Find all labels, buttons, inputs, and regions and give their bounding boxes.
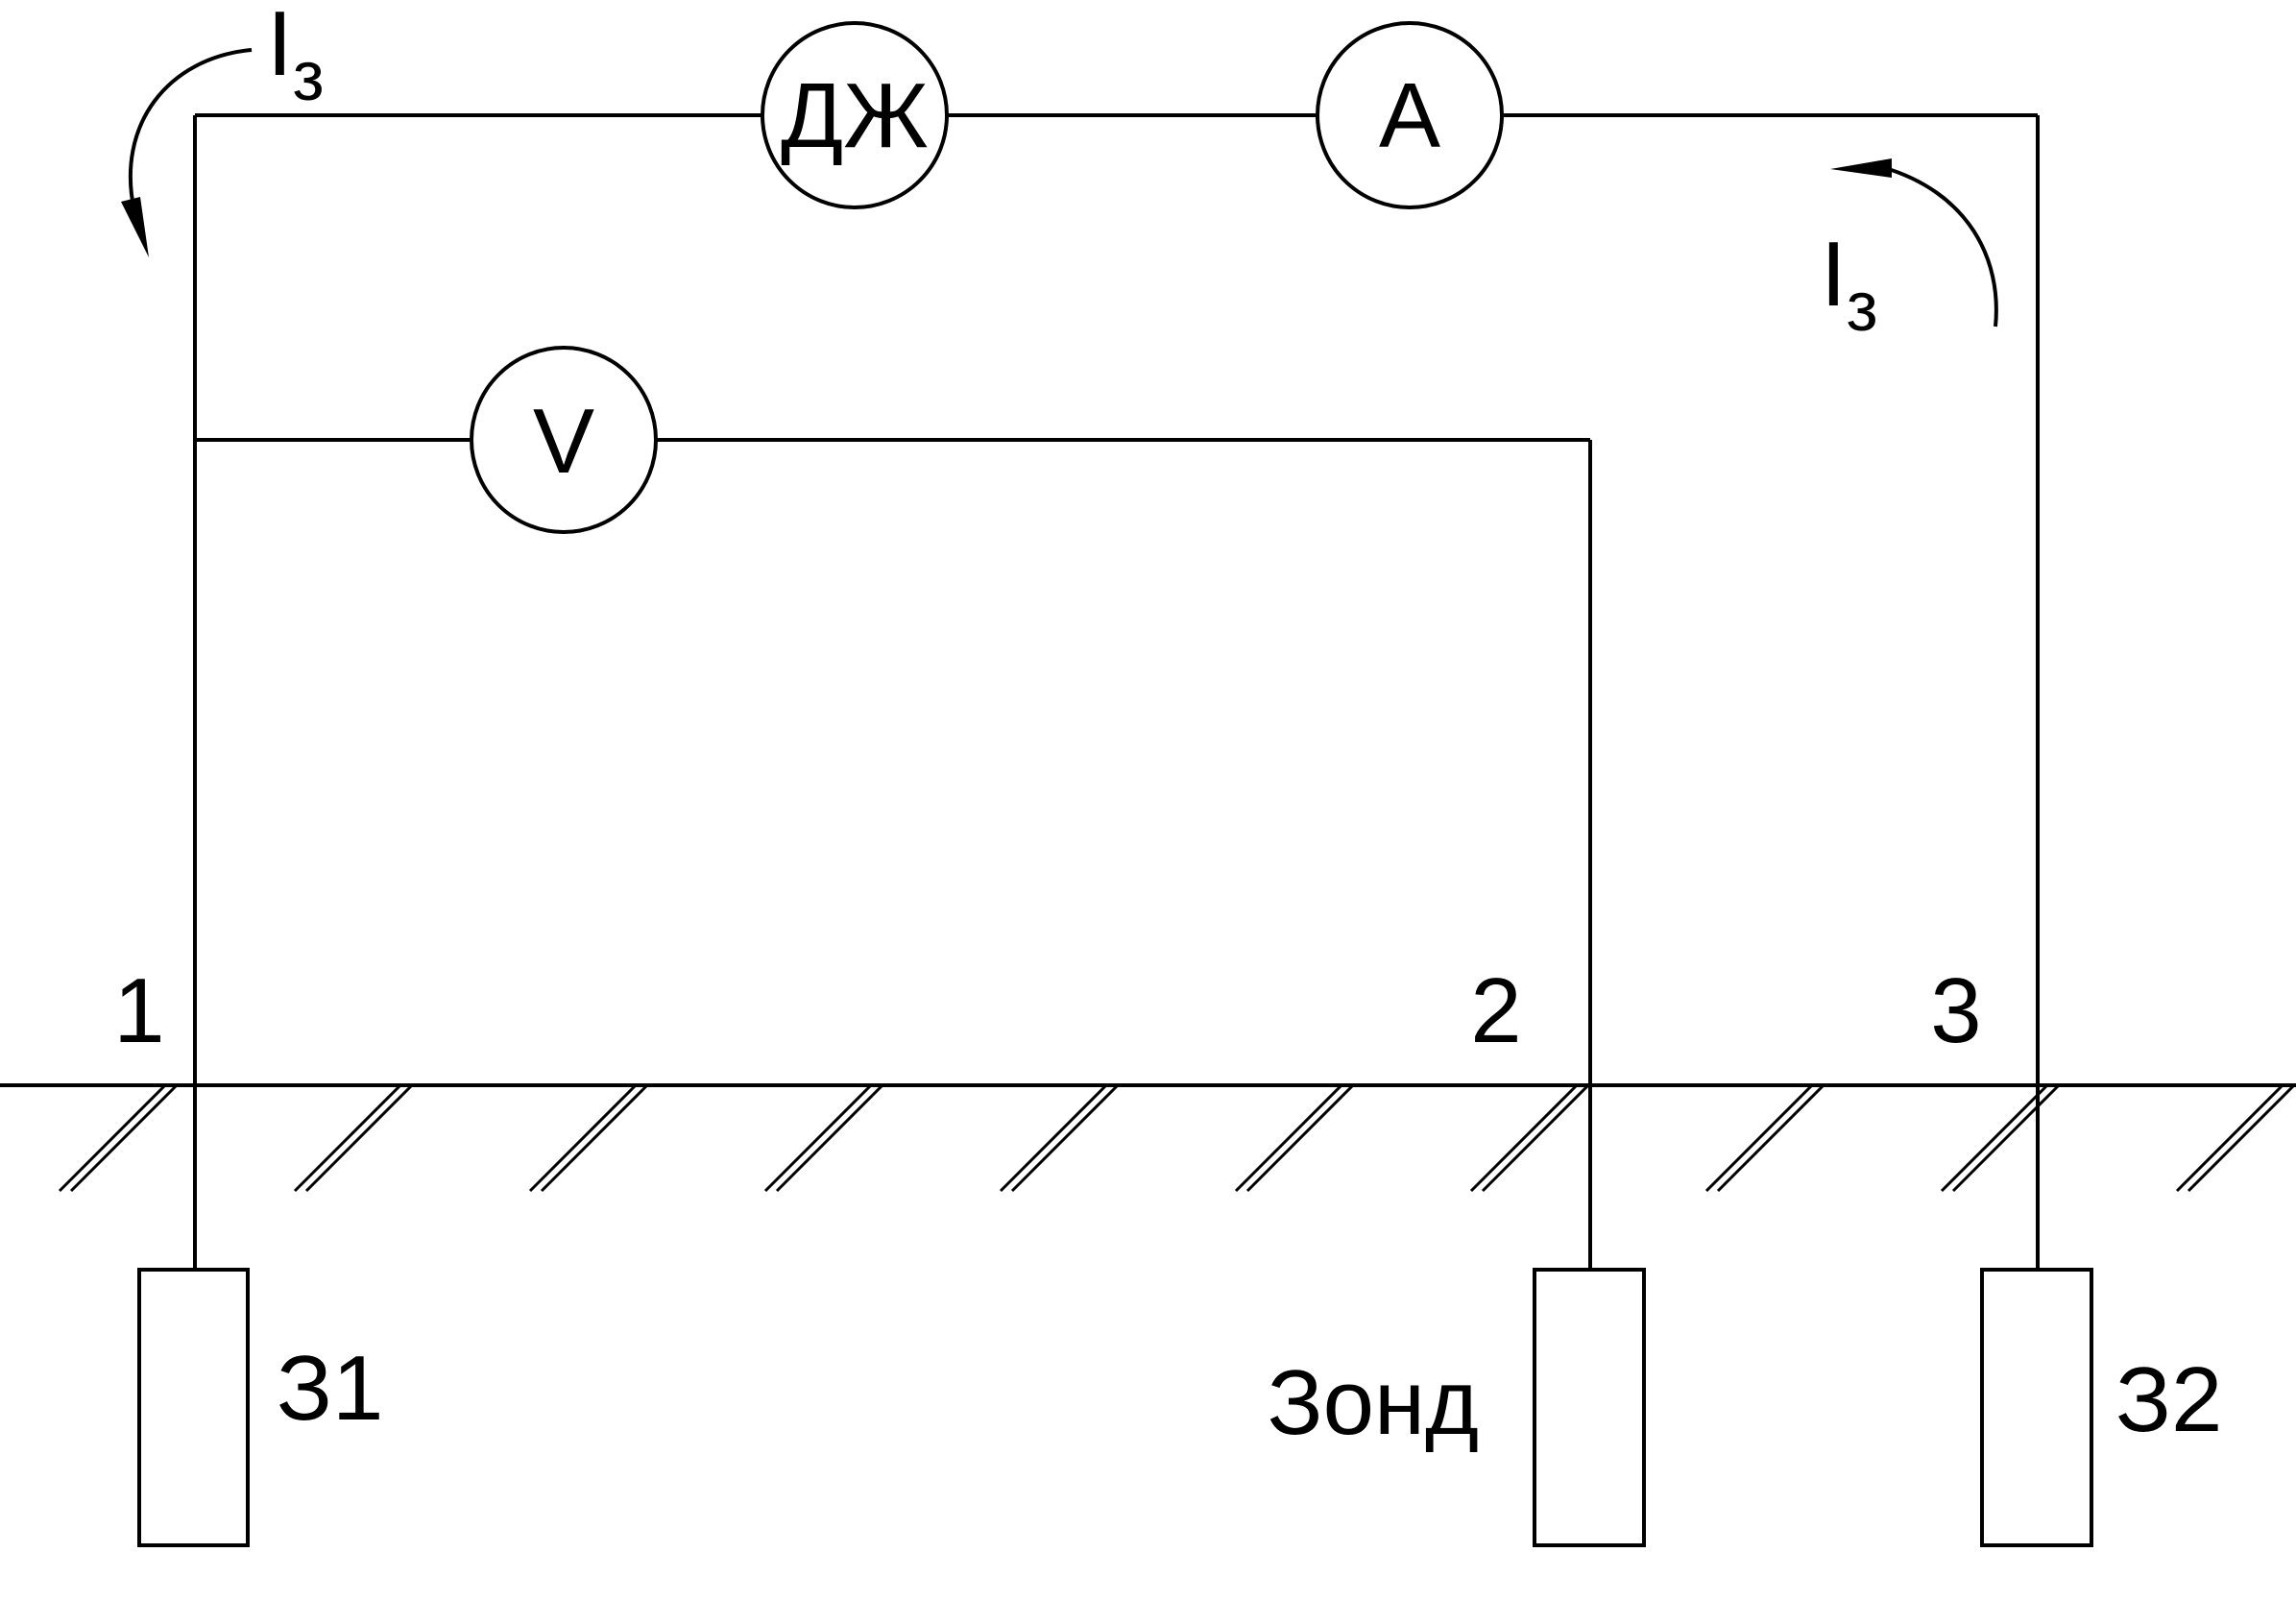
voltmeter-label: V	[533, 390, 594, 493]
ground-hatch-stroke	[1704, 1083, 1814, 1193]
ground-hatch-stroke	[293, 1083, 402, 1193]
ammeter-circle	[1316, 21, 1504, 209]
current-arrow-right: Iз	[1821, 158, 1998, 346]
ground-hatch-stroke	[528, 1083, 638, 1193]
electrode-left-label: З1	[277, 1337, 383, 1440]
ground-hatch-stroke	[1245, 1083, 1355, 1193]
ground-hatch-stroke	[2175, 1083, 2284, 1193]
wires	[193, 113, 2040, 1270]
electrode-probe: Зонд	[1268, 1268, 1646, 1547]
electrode-probe-rect	[1533, 1268, 1646, 1547]
point-2-label: 2	[1470, 959, 1521, 1062]
dzh-label: ДЖ	[781, 64, 929, 167]
ground-hatch-stroke	[1469, 1083, 1579, 1193]
ground-hatch-stroke	[69, 1083, 179, 1193]
voltmeter-circle	[470, 346, 658, 534]
ground-hatch-stroke	[1234, 1083, 1343, 1193]
current-symbol-right: I	[1821, 223, 1847, 326]
ground-hatch-stroke	[540, 1083, 649, 1193]
electrode-right-rect	[1980, 1268, 2093, 1547]
current-label-right: Iз	[1821, 223, 1878, 346]
arrowhead-left-icon	[1830, 158, 1892, 178]
ground-hatch-stroke	[999, 1083, 1108, 1193]
ammeter-label: A	[1379, 64, 1440, 167]
current-subscript-left: з	[293, 38, 325, 115]
ground-hatch-stroke	[1716, 1083, 1825, 1193]
current-arc-right	[1881, 165, 1998, 327]
ground-hatch-stroke	[1481, 1083, 1590, 1193]
ground-hatch-stroke	[1951, 1083, 2061, 1193]
instrument-dzh: ДЖ	[761, 21, 949, 209]
electrode-right: З2	[1980, 1268, 2222, 1547]
electrode-left: З1	[137, 1268, 383, 1547]
ground-hatch-stroke	[763, 1083, 873, 1193]
instrument-voltmeter: V	[470, 346, 658, 534]
ground-hatch-stroke	[304, 1083, 414, 1193]
current-symbol-left: I	[267, 0, 293, 95]
point-3-label: 3	[1930, 959, 1981, 1062]
ground-hatch-stroke	[775, 1083, 884, 1193]
ground-surface	[0, 1083, 2296, 1193]
ground-hatch-stroke	[2187, 1083, 2296, 1193]
ground-hatch-stroke	[1010, 1083, 1120, 1193]
ground-hatch-stroke	[1940, 1083, 2049, 1193]
current-arrow-left: Iз	[121, 0, 325, 257]
instrument-ammeter: A	[1316, 21, 1504, 209]
electrode-probe-label: Зонд	[1268, 1351, 1479, 1454]
point-1-label: 1	[113, 959, 164, 1062]
current-label-left: Iз	[267, 0, 325, 115]
current-arc-left	[128, 48, 253, 212]
ground-hatch-stroke	[58, 1083, 167, 1193]
arrowhead-down-icon	[121, 197, 149, 257]
electrode-right-label: З2	[2115, 1348, 2222, 1451]
electrode-left-rect	[137, 1268, 250, 1547]
ground-hatching	[58, 1083, 2296, 1193]
dzh-circle	[761, 21, 949, 209]
current-subscript-right: з	[1847, 269, 1878, 346]
